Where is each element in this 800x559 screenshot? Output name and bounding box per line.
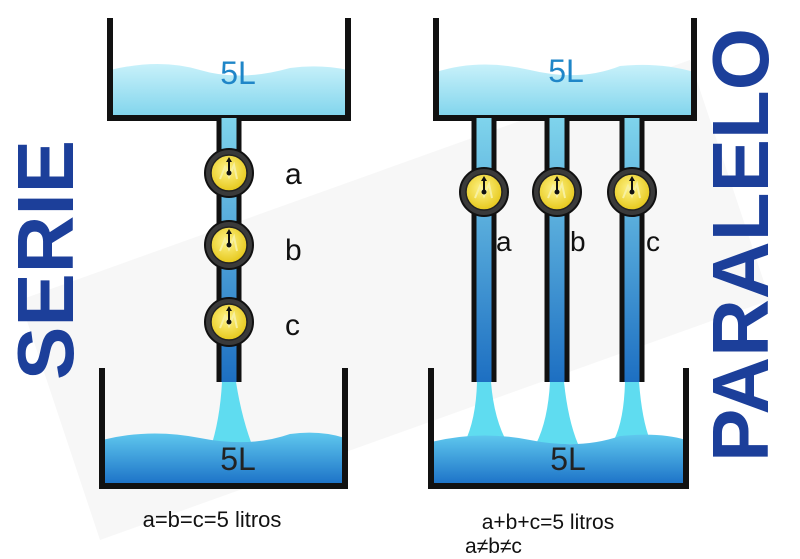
parallel-title: PARALELO [696,28,785,462]
parallel-meter-b [532,167,582,217]
parallel-pipe-b [544,118,570,382]
parallel-water-stream-a [464,382,508,444]
parallel-meter-label-a: a [496,226,512,257]
parallel-water-stream-b [536,382,578,444]
series-meter-label-a: a [285,158,302,191]
series-meter-label-c: c [285,309,300,342]
watermark [20,60,770,540]
parallel-water-stream-c [614,382,650,440]
parallel-caption-line1: a+b+c=5 litros [482,511,615,534]
parallel-system: 5L 5L a b c a+b+c=5 litros a≠b≠c PARALEL… [428,18,785,558]
parallel-meter-a [459,167,509,217]
parallel-pipe-c [619,118,645,382]
parallel-bottom-tank [428,368,689,489]
parallel-pipe-a [471,118,497,382]
series-top-tank-label: 5L [220,55,256,91]
series-meter-label-b: b [285,234,302,267]
series-caption: a=b=c=5 litros [143,507,282,532]
parallel-top-tank-label: 5L [548,53,584,89]
series-system: 5L 5L a b c a=b=c=5 litros SERIE [1,18,351,532]
series-meter-c [204,297,254,347]
series-title: SERIE [1,140,90,380]
parallel-caption-line2: a≠b≠c [465,535,522,558]
series-meter-a [204,148,254,198]
series-bottom-tank [99,368,348,489]
parallel-meter-label-b: b [570,226,586,257]
series-bottom-tank-label: 5L [220,441,256,477]
parallel-meter-c [607,167,657,217]
parallel-bottom-tank-label: 5L [550,441,586,477]
series-meter-b [204,220,254,270]
series-water-stream [210,382,254,450]
parallel-meter-label-c: c [646,226,660,257]
